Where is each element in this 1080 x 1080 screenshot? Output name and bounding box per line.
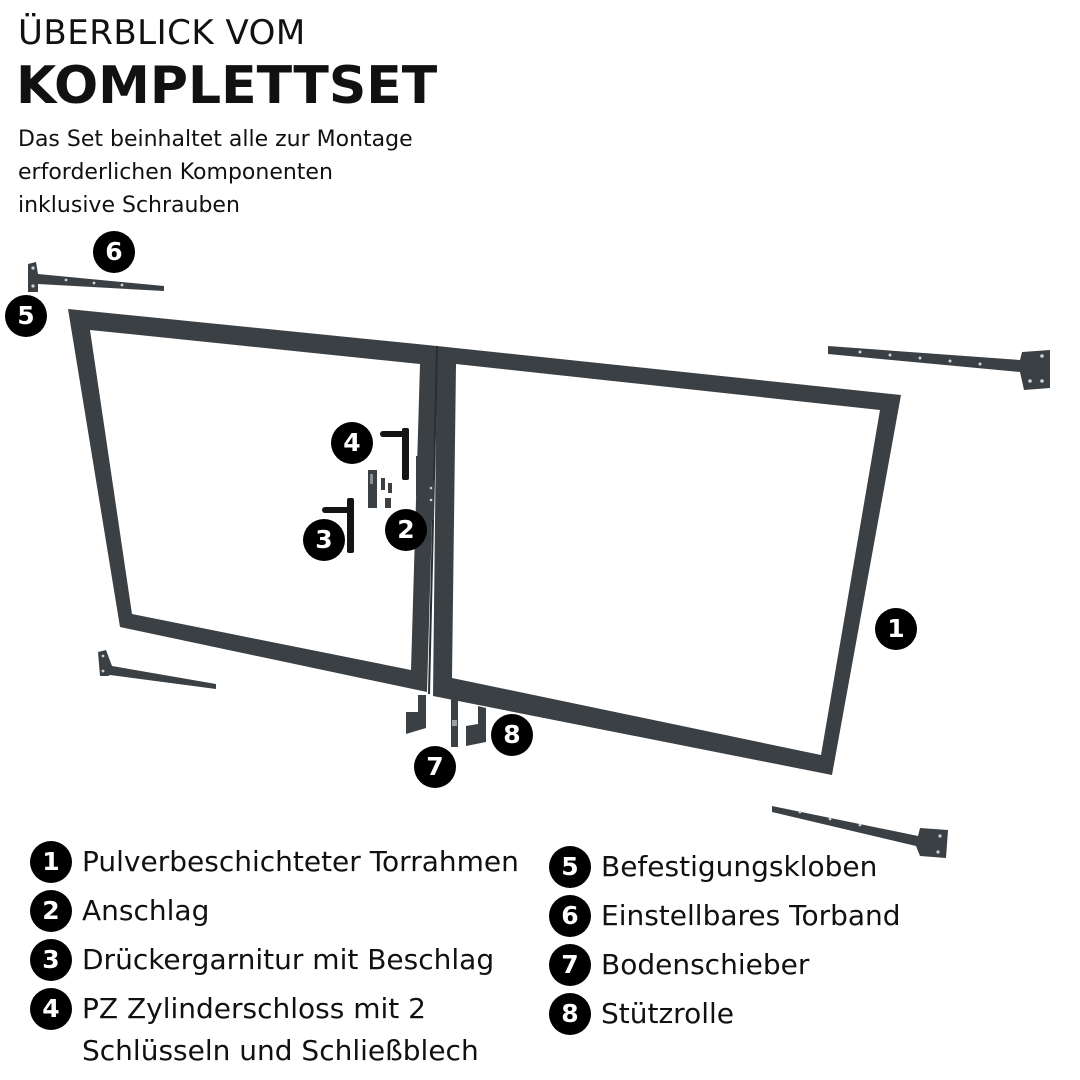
legend-label: Einstellbares Torband xyxy=(601,899,901,932)
legend-label: PZ Zylinderschloss mit 2 Schlüsseln und … xyxy=(82,988,479,1072)
legend-number: 5 xyxy=(549,846,591,888)
legend-number: 4 xyxy=(30,988,72,1030)
legend-number: 3 xyxy=(30,939,72,981)
legend-item: 8 Stützrolle xyxy=(549,993,901,1035)
gate-frame xyxy=(68,309,901,775)
hinge-bottom-right xyxy=(772,806,948,858)
subtitle-line: erforderlichen Komponenten xyxy=(18,160,333,185)
title-line-1: ÜBERBLICK VOM xyxy=(18,13,306,53)
marker-8: 8 xyxy=(491,714,533,756)
legend-item: 2 Anschlag xyxy=(30,890,519,932)
legend-right: 5 Befestigungskloben 6 Einstellbares Tor… xyxy=(549,846,901,1042)
legend-label: Drückergarnitur mit Beschlag xyxy=(82,943,495,976)
hinge-bottom-left xyxy=(98,650,216,689)
legend-item: 6 Einstellbares Torband xyxy=(549,895,901,937)
subtitle-line: Das Set beinhaltet alle zur Montage xyxy=(18,127,413,152)
marker-1: 1 xyxy=(875,608,917,650)
hinge-top-left xyxy=(28,262,164,292)
legend-item: 4 PZ Zylinderschloss mit 2 Schlüsseln un… xyxy=(30,988,519,1072)
legend-item: 3 Drückergarnitur mit Beschlag xyxy=(30,939,519,981)
marker-3: 3 xyxy=(303,519,345,561)
legend-left: 1 Pulverbeschichteter Torrahmen 2 Anschl… xyxy=(30,841,519,1079)
marker-5: 5 xyxy=(5,295,47,337)
legend-item: 7 Bodenschieber xyxy=(549,944,901,986)
handle-top xyxy=(380,428,409,480)
legend-label-line: PZ Zylinderschloss mit 2 xyxy=(82,992,426,1025)
handle-bottom xyxy=(322,498,354,553)
title-line-2: KOMPLETTSET xyxy=(16,56,438,116)
marker-6: 6 xyxy=(93,231,135,273)
lock-cylinder-parts xyxy=(368,456,434,520)
legend-item: 1 Pulverbeschichteter Torrahmen xyxy=(30,841,519,883)
marker-4: 4 xyxy=(331,422,373,464)
marker-2: 2 xyxy=(385,509,427,551)
legend-label: Pulverbeschichteter Torrahmen xyxy=(82,845,519,878)
legend-label: Stützrolle xyxy=(601,997,734,1030)
legend-label: Bodenschieber xyxy=(601,948,810,981)
legend-label-line: Schlüsseln und Schließblech xyxy=(82,1034,479,1067)
hinge-top-right xyxy=(828,346,1050,390)
legend-number: 7 xyxy=(549,944,591,986)
subtitle: Das Set beinhaltet alle zur Montage erfo… xyxy=(18,123,413,222)
legend-number: 8 xyxy=(549,993,591,1035)
support-roller xyxy=(466,706,486,746)
legend-label: Befestigungskloben xyxy=(601,850,878,883)
legend-label: Anschlag xyxy=(82,894,210,927)
right-wing-frame xyxy=(433,346,901,775)
floor-bolt-left xyxy=(406,695,426,734)
legend-item: 5 Befestigungskloben xyxy=(549,846,901,888)
legend-number: 6 xyxy=(549,895,591,937)
left-wing-frame xyxy=(68,309,437,692)
legend-number: 1 xyxy=(30,841,72,883)
legend-number: 2 xyxy=(30,890,72,932)
subtitle-line: inklusive Schrauben xyxy=(18,193,240,218)
floor-bolt-rod xyxy=(451,697,458,747)
marker-7: 7 xyxy=(414,746,456,788)
